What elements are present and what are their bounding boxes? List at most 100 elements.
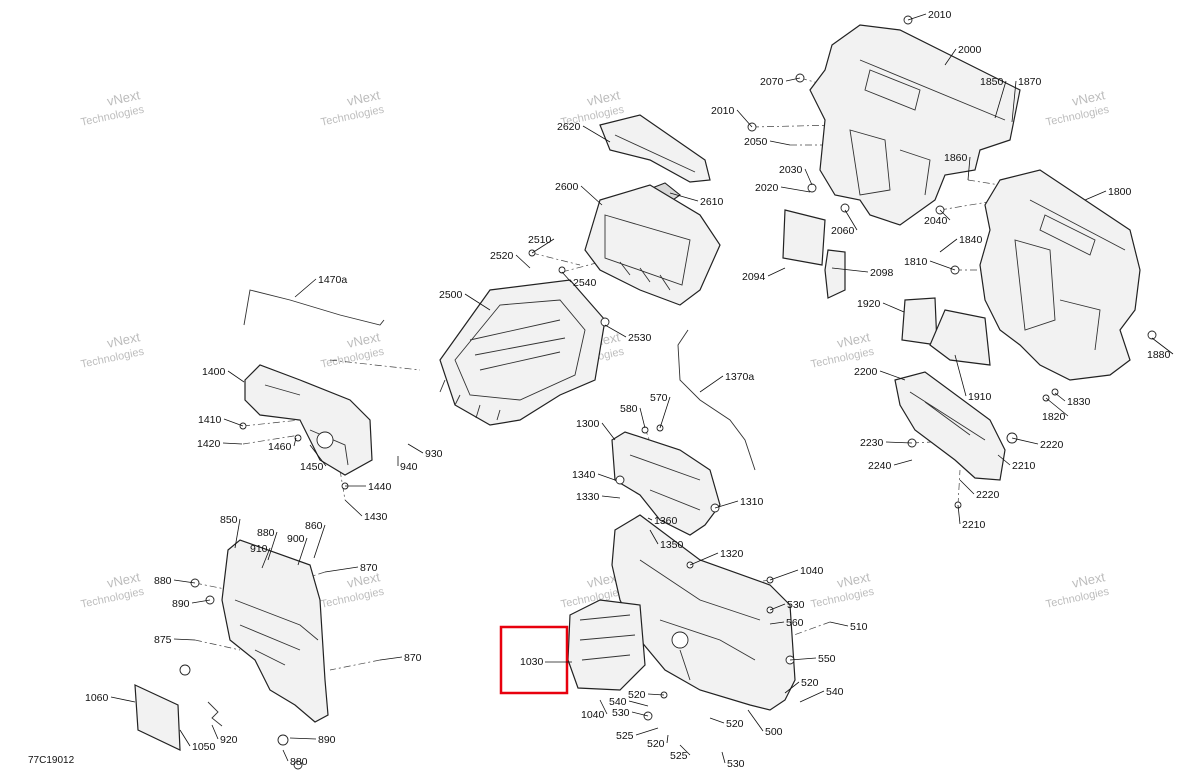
callout-label: 540: [826, 686, 844, 698]
callout-875: 875: [154, 634, 196, 646]
callout-leader: [635, 727, 659, 736]
callout-1310: 1310: [714, 496, 764, 509]
callout-leader: [669, 192, 699, 202]
callout-leader: [769, 140, 791, 146]
callout-525: 525: [616, 727, 659, 742]
callout-1860: 1860: [944, 152, 971, 181]
callout-leader: [604, 324, 627, 338]
callout-label: 2210: [962, 519, 986, 531]
callout-leader: [829, 621, 849, 627]
callout-900: 900: [287, 533, 308, 566]
callout-label: 540: [609, 696, 627, 708]
callout-1840: 1840: [939, 234, 983, 253]
callout-label: 870: [404, 652, 422, 664]
watermark-line1: vNext: [836, 329, 872, 351]
callout-label: 525: [670, 750, 688, 762]
callout-label: 570: [650, 392, 668, 404]
callout-leader: [939, 209, 951, 221]
part-1370a-cable: [677, 329, 756, 471]
callout-label: 880: [257, 527, 275, 539]
callout-label: 2010: [711, 105, 735, 117]
callout-2600: 2600: [555, 181, 603, 206]
callout-label: 2094: [742, 271, 766, 283]
callout-910: 910: [250, 543, 271, 569]
part-2094-sheet: [782, 209, 826, 266]
callout-leader: [580, 185, 603, 206]
callout-label: 1410: [198, 414, 222, 426]
callout-label: 560: [786, 617, 804, 629]
callout-leader: [324, 566, 359, 573]
watermark-line1: vNext: [106, 87, 142, 109]
callout-940: 940: [397, 456, 418, 473]
callout-870: 870: [379, 652, 422, 664]
callout-leader: [227, 370, 245, 383]
part-1030-box: [567, 599, 646, 691]
part-1060-plate: [134, 684, 181, 751]
callout-530: 530: [612, 707, 649, 719]
watermark-line1: vNext: [346, 329, 382, 351]
callout-510: 510: [829, 621, 868, 633]
callout-leader: [769, 621, 785, 625]
callout-leader: [1084, 190, 1107, 201]
callout-leader: [289, 737, 317, 740]
callout-label: 1040: [800, 565, 824, 577]
callout-leader: [994, 80, 1007, 119]
callout-label: 1330: [576, 491, 600, 503]
callout-leader: [944, 48, 957, 66]
callout-leader: [785, 77, 801, 82]
callout-1060: 1060: [85, 692, 136, 704]
callout-1340: 1340: [572, 469, 616, 481]
callout-label: 2098: [870, 267, 894, 279]
callout-label: 550: [818, 653, 836, 665]
callout-1400: 1400: [202, 366, 245, 383]
callout-label: 520: [801, 677, 819, 689]
callout-2540: 2540: [561, 271, 597, 289]
callout-leader: [297, 537, 308, 566]
callout-leader: [747, 709, 764, 732]
callout-880: 880: [282, 749, 308, 768]
callout-1320: 1320: [689, 548, 744, 566]
callout-label: 2220: [1040, 439, 1064, 451]
callout-label: 2030: [779, 164, 803, 176]
callout-leader: [882, 302, 905, 313]
watermark-line1: vNext: [1071, 87, 1107, 109]
callout-2230: 2230: [860, 437, 913, 449]
callout-leader: [879, 370, 906, 381]
callout-1450: 1450: [300, 444, 327, 473]
callout-label: 890: [318, 734, 336, 746]
callout-540: 540: [799, 686, 844, 703]
callout-520: 520: [647, 734, 669, 750]
callout-label: 530: [727, 758, 745, 770]
callout-2000: 2000: [944, 44, 982, 66]
callout-leader: [666, 734, 669, 744]
callout-label: 510: [850, 621, 868, 633]
callout-label: 1050: [192, 741, 216, 753]
callout-label: 860: [305, 520, 323, 532]
callout-leader: [582, 125, 611, 143]
callout-1330: 1330: [576, 491, 621, 503]
callout-2050: 2050: [744, 136, 791, 148]
callout-1420: 1420: [197, 438, 243, 450]
callout-label: 1460: [268, 441, 292, 453]
callout-leader: [211, 724, 219, 740]
callout-1440: 1440: [345, 481, 392, 493]
callout-label: 1830: [1067, 396, 1091, 408]
callout-1870: 1870: [1011, 76, 1042, 123]
callout-2500: 2500: [439, 289, 491, 311]
callout-leader: [649, 529, 659, 545]
part-1910-plate: [929, 309, 991, 366]
callout-label: 1340: [572, 469, 596, 481]
watermark-line1: vNext: [346, 569, 382, 591]
callout-label: 1060: [85, 692, 109, 704]
callout-leader: [893, 459, 913, 466]
callout-870: 870: [324, 562, 378, 574]
callout-1040: 1040: [769, 565, 824, 581]
callout-930: 930: [407, 443, 443, 460]
callout-2210: 2210: [997, 454, 1036, 472]
callout-label: 2620: [557, 121, 581, 133]
